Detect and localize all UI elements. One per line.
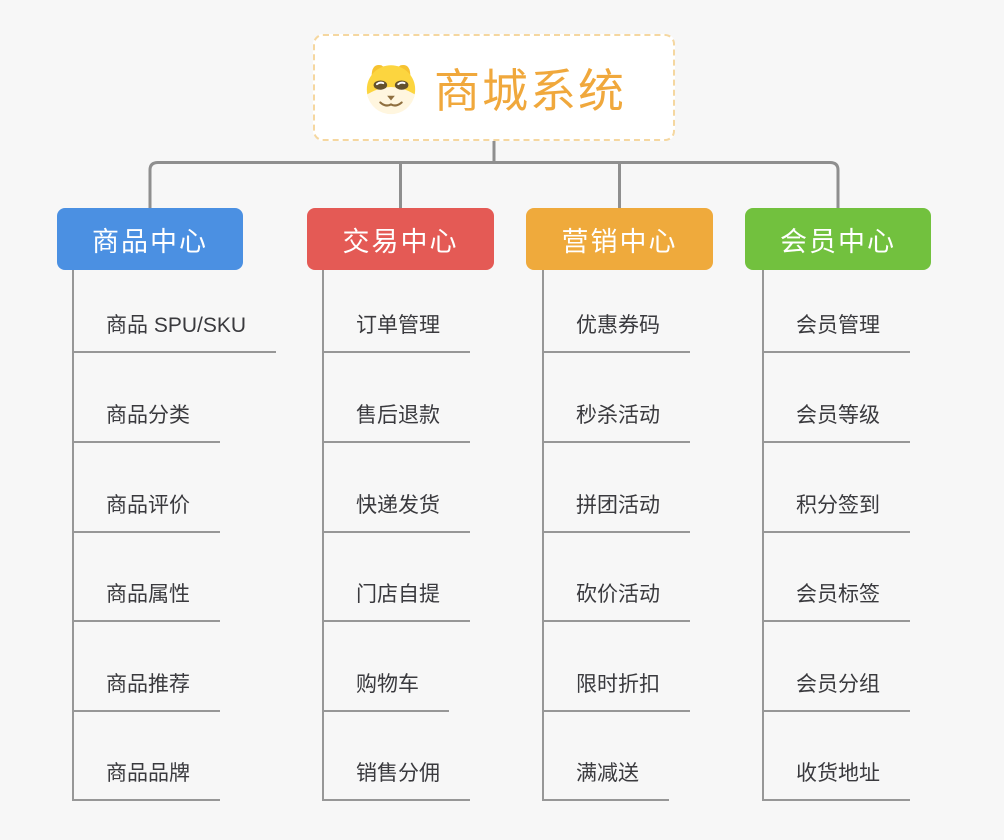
leaf-node[interactable]: 订单管理 [322,309,470,353]
doge-face-icon [366,65,416,115]
leaf-node[interactable]: 快递发货 [322,489,470,533]
root-node-title: 商城系统 [434,64,626,117]
branch-node-member-center[interactable]: 会员中心 [745,208,931,270]
leaf-node[interactable]: 商品 SPU/SKU [72,309,277,353]
branch-node-trade-center[interactable]: 交易中心 [307,208,494,270]
branch-label: 商品中心 [92,226,208,257]
leaf-node[interactable]: 门店自提 [322,578,470,622]
leaf-node[interactable]: 限时折扣 [542,668,690,712]
leaf-node[interactable]: 会员管理 [762,309,910,353]
leaf-node[interactable]: 砍价活动 [542,578,690,622]
leaf-node[interactable]: 售后退款 [322,399,470,443]
leaf-node[interactable]: 销售分佣 [322,757,470,801]
leaf-node[interactable]: 会员分组 [762,668,910,712]
branch-rail-line [148,161,840,208]
leaf-node[interactable]: 商品评价 [72,489,220,533]
branch-trunk-line [322,270,324,801]
leaf-node[interactable]: 秒杀活动 [542,399,690,443]
branch-label: 营销中心 [561,226,678,257]
leaf-node[interactable]: 积分签到 [762,489,910,533]
leaf-node[interactable]: 会员等级 [762,399,910,443]
leaf-node[interactable]: 商品属性 [72,578,220,622]
leaf-node[interactable]: 收货地址 [762,757,910,801]
branch-trunk-line [762,270,764,801]
leaf-node[interactable]: 商品分类 [72,399,220,443]
leaf-node[interactable]: 优惠券码 [542,309,690,353]
leaf-node[interactable]: 购物车 [322,668,449,712]
leaf-node[interactable]: 商品推荐 [72,668,220,712]
branch-label: 会员中心 [780,226,896,257]
branch-label: 交易中心 [342,226,459,257]
leaf-node[interactable]: 会员标签 [762,578,910,622]
branch-node-product-center[interactable]: 商品中心 [57,208,243,270]
branch-trunk-line [72,270,74,801]
root-node-mall-system[interactable]: 商城系统 [313,34,675,141]
leaf-node[interactable]: 拼团活动 [542,489,690,533]
branch-trunk-line [542,270,544,801]
leaf-node[interactable]: 商品品牌 [72,757,220,801]
branch-node-marketing-center[interactable]: 营销中心 [526,208,713,270]
leaf-node[interactable]: 满减送 [542,757,669,801]
